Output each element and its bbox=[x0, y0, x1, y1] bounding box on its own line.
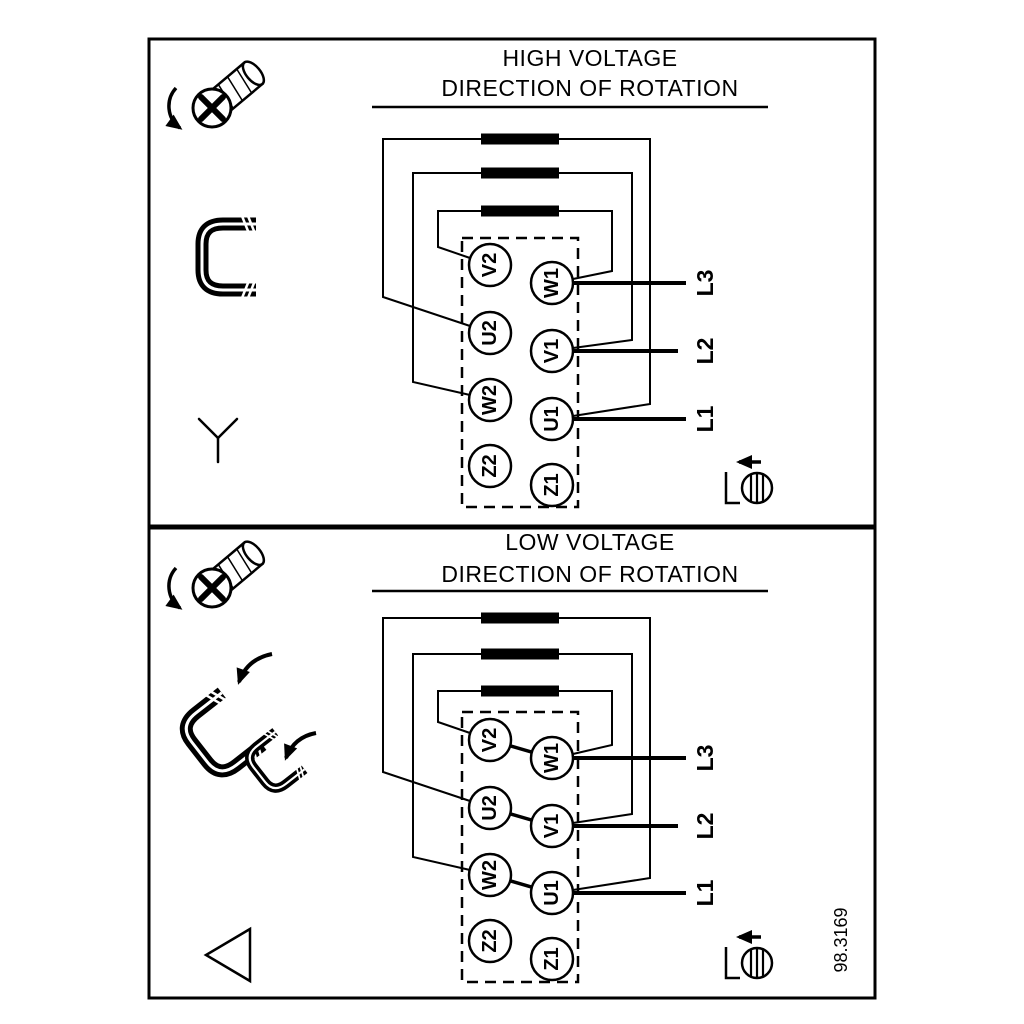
terminal-w2: W2 bbox=[467, 852, 513, 898]
terminal-label: Z1 bbox=[541, 473, 563, 496]
wire bbox=[437, 690, 481, 734]
terminal-circle bbox=[529, 396, 575, 442]
terminal-circle bbox=[529, 328, 575, 374]
terminal-label: W1 bbox=[541, 743, 563, 773]
terminal-z1: Z1 bbox=[529, 936, 575, 982]
terminal-circle bbox=[529, 870, 575, 916]
terminal-circle bbox=[529, 260, 575, 306]
terminal-link-icon bbox=[241, 727, 308, 797]
figure-reference: 98.3169 bbox=[831, 907, 851, 972]
supply-label-l3: L3 bbox=[692, 745, 718, 772]
rotation-direction-icon bbox=[726, 937, 772, 978]
supply-label-l2: L2 bbox=[692, 813, 718, 840]
terminal-w1: W1 bbox=[529, 260, 575, 306]
terminal-v1: V1 bbox=[529, 328, 575, 374]
wire bbox=[559, 653, 633, 824]
move-arrow bbox=[284, 731, 317, 761]
terminal-label: W2 bbox=[479, 385, 501, 415]
link-bar bbox=[481, 685, 559, 697]
terminal-u2: U2 bbox=[467, 785, 513, 831]
screw-turn-icon bbox=[169, 538, 268, 608]
terminal-label: Z2 bbox=[479, 929, 501, 952]
terminal-u1: U1 bbox=[529, 870, 575, 916]
star-connection-icon bbox=[197, 417, 239, 464]
panel-title-line1: LOW VOLTAGE bbox=[505, 529, 675, 555]
terminal-v2: V2 bbox=[467, 242, 513, 288]
wiring-loops bbox=[382, 617, 651, 891]
terminal-u1: U1 bbox=[529, 396, 575, 442]
terminal-circle bbox=[529, 936, 575, 982]
link-bar bbox=[481, 205, 559, 217]
terminal-label: V2 bbox=[479, 253, 501, 277]
link-bar bbox=[481, 133, 559, 145]
panel-low-voltage: LOW VOLTAGE DIRECTION OF ROTATION L3 L2 … bbox=[147, 526, 877, 1000]
terminal-circle bbox=[467, 443, 513, 489]
panel-high-voltage: HIGH VOLTAGE DIRECTION OF ROTATION L3 L2… bbox=[147, 37, 877, 528]
terminal-board bbox=[460, 236, 580, 509]
wire bbox=[559, 210, 613, 280]
panel-border bbox=[147, 526, 877, 1000]
supply-label-l2: L2 bbox=[692, 338, 718, 365]
terminal-z2: Z2 bbox=[467, 443, 513, 489]
terminal-z2: Z2 bbox=[467, 918, 513, 964]
link-bar bbox=[481, 612, 559, 624]
terminal-circle bbox=[467, 310, 513, 356]
terminal-label: U2 bbox=[479, 320, 501, 346]
terminal-label: W2 bbox=[479, 860, 501, 890]
wire bbox=[412, 172, 481, 396]
wire bbox=[559, 172, 633, 349]
terminal-circle bbox=[467, 242, 513, 288]
link-reposition-icon bbox=[174, 652, 317, 798]
terminal-v2: V2 bbox=[467, 717, 513, 763]
link-bar bbox=[481, 648, 559, 660]
wiring-loops bbox=[382, 138, 651, 417]
terminal-link-icon bbox=[202, 216, 256, 298]
terminal-label: U1 bbox=[541, 406, 563, 432]
terminal-label: U2 bbox=[479, 795, 501, 821]
panel-title-line1: HIGH VOLTAGE bbox=[502, 45, 677, 71]
wire bbox=[382, 138, 481, 327]
terminal-label: V1 bbox=[541, 814, 563, 838]
link-bar bbox=[481, 167, 559, 179]
terminal-circle bbox=[529, 803, 575, 849]
terminal-circle bbox=[529, 735, 575, 781]
wire bbox=[559, 138, 651, 417]
terminal-label: V2 bbox=[479, 728, 501, 752]
supply-label-l3: L3 bbox=[692, 270, 718, 297]
terminal-circle bbox=[467, 918, 513, 964]
terminal-label: V1 bbox=[541, 339, 563, 363]
terminal-circle bbox=[467, 377, 513, 423]
panel-title-line2: DIRECTION OF ROTATION bbox=[441, 75, 738, 101]
rotation-direction-icon bbox=[726, 462, 772, 503]
supply-label-l1: L1 bbox=[692, 405, 718, 432]
terminal-board bbox=[460, 710, 580, 984]
terminal-circle bbox=[467, 852, 513, 898]
wire bbox=[559, 617, 651, 891]
terminal-circle bbox=[467, 785, 513, 831]
terminal-label: Z2 bbox=[479, 454, 501, 477]
terminal-w2: W2 bbox=[467, 377, 513, 423]
move-arrow bbox=[236, 652, 273, 685]
terminal-label: U1 bbox=[541, 880, 563, 906]
terminal-circle bbox=[467, 717, 513, 763]
wire bbox=[382, 617, 481, 802]
wire bbox=[559, 690, 613, 755]
terminal-circle bbox=[529, 462, 575, 508]
terminal-label: W1 bbox=[541, 268, 563, 298]
delta-connection-icon bbox=[203, 926, 252, 984]
terminal-w1: W1 bbox=[529, 735, 575, 781]
terminal-v1: V1 bbox=[529, 803, 575, 849]
supply-label-l1: L1 bbox=[692, 879, 718, 906]
terminal-u2: U2 bbox=[467, 310, 513, 356]
panel-title-line2: DIRECTION OF ROTATION bbox=[441, 561, 738, 587]
terminal-z1: Z1 bbox=[529, 462, 575, 508]
terminal-label: Z1 bbox=[541, 947, 563, 970]
wire bbox=[412, 653, 481, 871]
wire bbox=[437, 210, 481, 259]
panel-border bbox=[147, 37, 877, 528]
screw-turn-icon bbox=[169, 58, 268, 128]
